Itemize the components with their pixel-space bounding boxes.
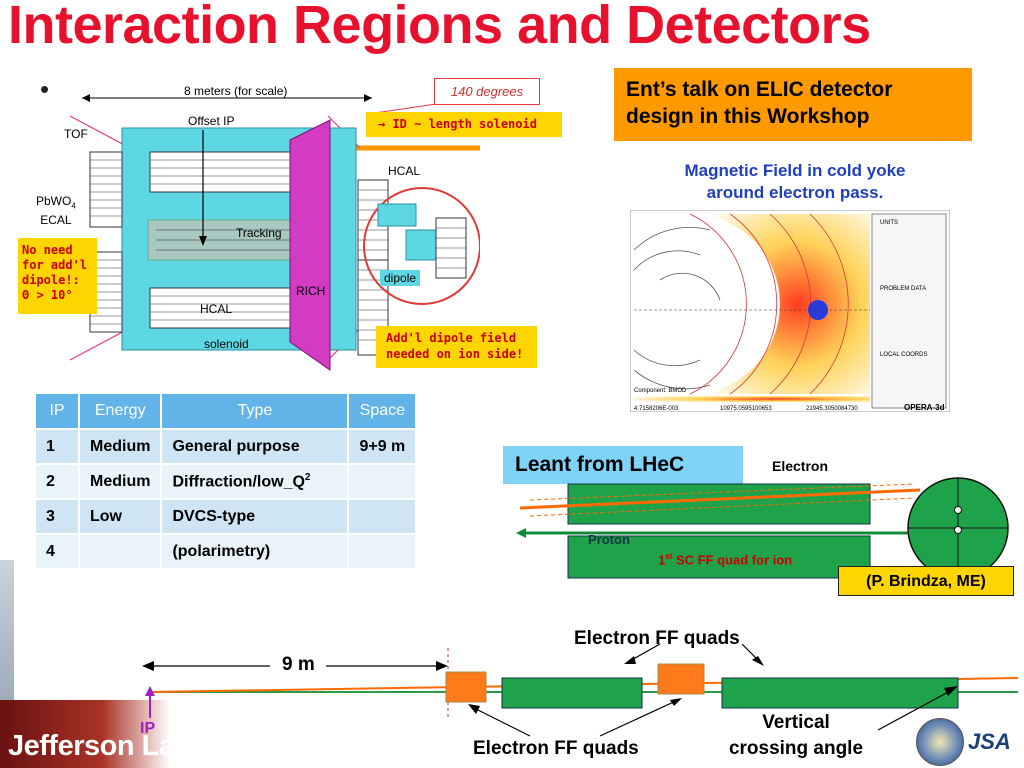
table-row: 4 (polarimetry) xyxy=(34,533,418,570)
bullet-marker: • xyxy=(40,74,50,104)
cell-energy: Medium xyxy=(77,463,163,500)
rich-label: RICH xyxy=(296,284,326,298)
yoke-outline xyxy=(633,226,721,390)
electron-quad-1 xyxy=(445,671,487,703)
legend-problem: PROBLEM DATA xyxy=(880,286,926,292)
col-space: Space xyxy=(347,392,418,430)
slide-title: Interaction Regions and Detectors xyxy=(8,0,871,55)
table-row: 3 Low DVCS-type xyxy=(34,498,418,535)
legend-units: UNITS xyxy=(880,220,898,226)
distance-label: 9 m xyxy=(282,654,315,675)
ecal-label: PbWO4 ECAL xyxy=(36,194,76,228)
ip-label: IP xyxy=(140,720,156,737)
opera-label: OPERA-3d xyxy=(904,403,945,412)
ff-quads-top-label: Electron FF quads xyxy=(574,628,740,649)
logo-band xyxy=(0,700,170,768)
scale-arrow xyxy=(82,94,372,102)
lhec-quad-diagram xyxy=(516,477,1009,579)
magnetic-field-title: Magnetic Field in cold yoke around elect… xyxy=(684,161,906,202)
ip-table: IP Energy Type Space 1 Medium General pu… xyxy=(34,392,418,570)
scale-right: 21945.3050084730 xyxy=(806,406,858,412)
cell-type: Diffraction/low_Q2 xyxy=(160,463,350,500)
lhec-callout: Leant from LHeC xyxy=(503,446,743,484)
component-label: Component: BMOD xyxy=(634,388,687,394)
col-type: Type xyxy=(160,392,350,430)
scale-label: 8 meters (for scale) xyxy=(184,84,288,98)
tracking-layers xyxy=(156,229,290,251)
dipole-label: dipole xyxy=(380,270,421,286)
offset-ip-label: Offset IP xyxy=(188,114,235,128)
electron-quad-2 xyxy=(657,663,705,695)
ion-quad-1 xyxy=(501,677,643,709)
tof-label: TOF xyxy=(64,127,88,141)
angle-callout: 140 degrees xyxy=(434,78,540,105)
jsa-logo: JSA xyxy=(968,729,1011,754)
field-contour-lines xyxy=(689,213,849,395)
cell-energy: Medium xyxy=(77,428,163,465)
hcal-outer-label: HCAL xyxy=(388,164,421,178)
scale-left: 4.7158206E-003 xyxy=(634,406,679,412)
proton-label: Proton xyxy=(588,532,630,547)
table-row: 2 Medium Diffraction/low_Q2 xyxy=(34,463,418,500)
col-energy: Energy xyxy=(77,392,163,430)
legend-local: LOCAL COORDS xyxy=(880,352,927,358)
jefferson-lab-logo: Jefferson Lab xyxy=(8,730,192,762)
electron-beam xyxy=(519,488,921,510)
ip-marker xyxy=(145,686,155,696)
cell-type: (polarimetry) xyxy=(160,533,350,570)
col-ip: IP xyxy=(34,392,80,430)
ff-quads-diagram xyxy=(142,643,1019,737)
addl-dipole-callout: Add'l dipole field needed on ion side! xyxy=(376,326,537,368)
cell-ip: 4 xyxy=(34,533,80,570)
rich-detector xyxy=(289,119,331,371)
electron-beam-pipe xyxy=(808,300,828,320)
electron-label: Electron xyxy=(772,458,829,474)
cell-ip: 3 xyxy=(34,498,80,535)
cell-space: 9+9 m xyxy=(347,428,418,465)
tracking-label: Tracking xyxy=(236,226,282,240)
scale-mid: 10975.0595100653 xyxy=(720,406,772,412)
dipole-circle xyxy=(363,187,480,305)
cell-type: DVCS-type xyxy=(160,498,350,535)
dipole-magnet xyxy=(377,203,417,227)
detector-schematic xyxy=(69,94,480,371)
cell-space xyxy=(347,498,418,535)
distance-arrow xyxy=(142,661,448,671)
crossing-angle-label: Vertical crossing angle xyxy=(728,712,864,759)
table-row: 1 Medium General purpose 9+9 m xyxy=(34,428,418,465)
ion-quad xyxy=(567,535,871,579)
solenoid-label: solenoid xyxy=(204,337,249,351)
id-length-callout: → ID ~ length solenoid xyxy=(366,112,562,137)
cell-space xyxy=(347,463,418,500)
ff-quads-bottom-label: Electron FF quads xyxy=(473,738,639,759)
hcal-inner-label: HCAL xyxy=(200,302,233,316)
ion-quad-2 xyxy=(721,677,959,709)
cell-type: General purpose xyxy=(160,428,350,465)
magnetic-field-plot: UNITS PROBLEM DATA LOCAL COORDS Componen… xyxy=(630,210,950,412)
ecal-blocks xyxy=(149,151,291,329)
cell-energy xyxy=(77,533,163,570)
ion-quad-label: 1st SC FF quad for ion xyxy=(658,552,793,568)
doe-seal-icon xyxy=(916,718,964,766)
cell-ip: 1 xyxy=(34,428,80,465)
cell-ip: 2 xyxy=(34,463,80,500)
cell-energy: Low xyxy=(77,498,163,535)
ent-talk-callout: Ent’s talk on ELIC detector design in th… xyxy=(614,68,972,141)
credit-callout: (P. Brindza, ME) xyxy=(838,566,1014,596)
field-contour-region xyxy=(690,214,870,394)
table-header-row: IP Energy Type Space xyxy=(34,392,418,430)
no-need-callout: No need for add'l dipole!: Θ > 10° xyxy=(18,238,97,314)
cell-space xyxy=(347,533,418,570)
